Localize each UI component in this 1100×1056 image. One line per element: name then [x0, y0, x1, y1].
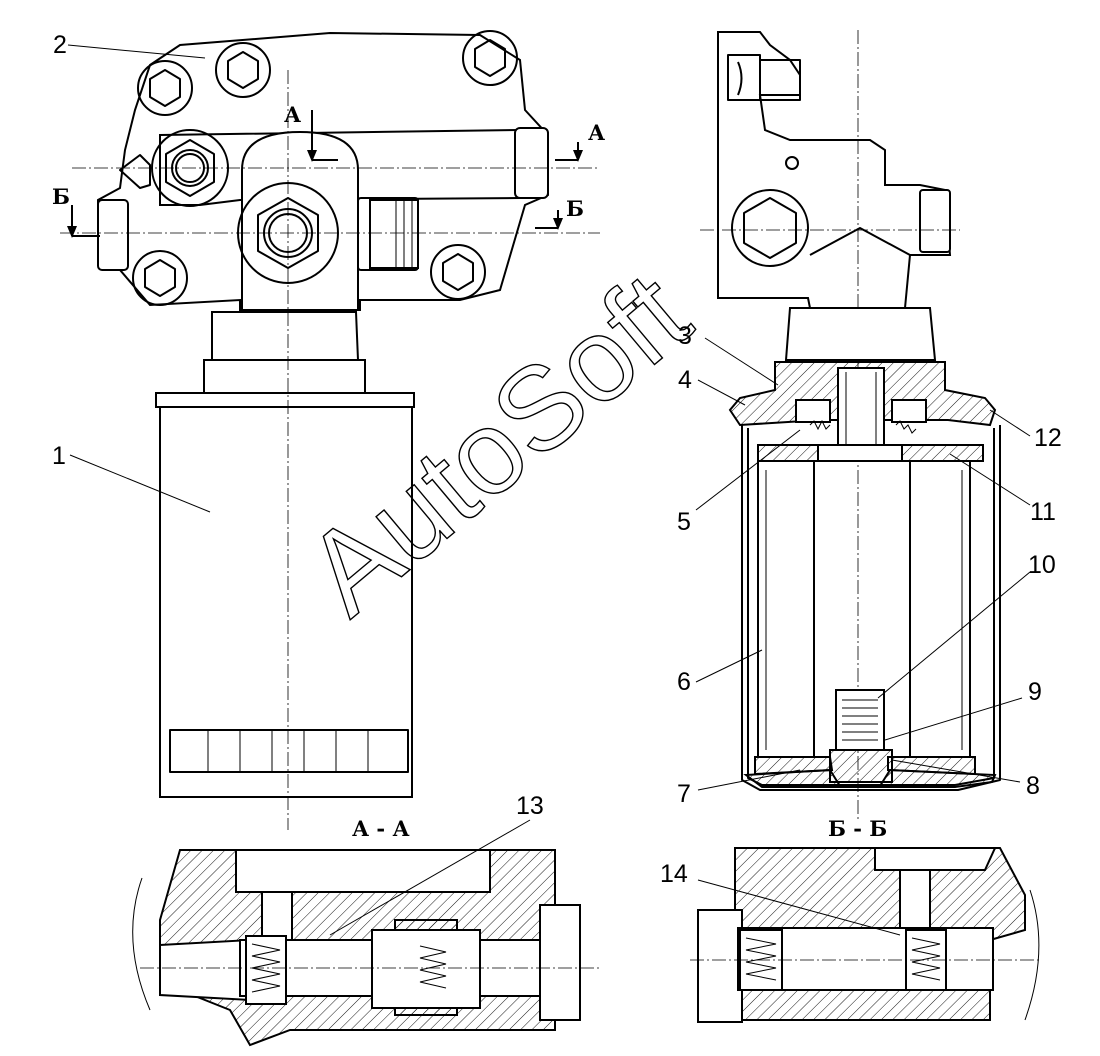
- section-view: [695, 30, 1031, 820]
- leader-4: [697, 379, 746, 406]
- section-letter-a-left: А: [284, 102, 301, 127]
- side-fitting: [357, 197, 419, 271]
- canister-shell: [741, 425, 1001, 791]
- leader-3: [704, 337, 779, 386]
- callout-4: 4: [678, 366, 692, 394]
- filter-canister: [159, 406, 413, 798]
- section-title-aa: А - А: [352, 816, 410, 841]
- callout-10: 10: [1028, 551, 1056, 579]
- side-hex: [731, 189, 809, 267]
- callout-7: 7: [677, 780, 691, 808]
- section-bb: [690, 847, 1040, 1023]
- leader-11: [949, 453, 1031, 506]
- callout-13: 13: [516, 792, 544, 820]
- leader-14: [697, 879, 901, 936]
- leader-1: [69, 454, 211, 513]
- filter-neck: [211, 311, 360, 361]
- front-view: [60, 30, 600, 830]
- callout-3: 3: [678, 322, 692, 350]
- section-letter-a-right: А: [588, 120, 605, 145]
- callout-2: 2: [53, 31, 67, 59]
- section-letter-b-left: Б: [52, 184, 70, 209]
- callout-5: 5: [677, 508, 691, 536]
- leader-10: [877, 571, 1031, 699]
- section-letter-b-right: Б: [566, 196, 584, 221]
- bypass-valve: [829, 689, 893, 783]
- section-mark-a: [307, 110, 583, 162]
- left-boss: [97, 199, 129, 271]
- callout-12: 12: [1034, 424, 1062, 452]
- leader-8: [891, 759, 1021, 783]
- leader-2: [67, 44, 206, 59]
- callout-1: 1: [52, 442, 66, 470]
- aa-spring: [245, 935, 447, 1005]
- leader-6: [695, 649, 763, 683]
- section-aa: [132, 819, 600, 1047]
- leader-7: [697, 769, 801, 791]
- head-side: [717, 31, 952, 309]
- leader-13: [329, 819, 531, 936]
- top-bolt: [727, 54, 801, 101]
- section-mark-b: [67, 205, 563, 238]
- leader-9: [884, 697, 1023, 741]
- callout-11: 11: [1030, 498, 1056, 526]
- callout-14: 14: [660, 860, 688, 888]
- canister-rim: [155, 392, 415, 408]
- callout-9: 9: [1028, 678, 1042, 706]
- canister-wrench-flats: [169, 729, 409, 773]
- section-title-bb: Б - Б: [828, 816, 887, 841]
- central-tower: [241, 130, 359, 311]
- flange-bolts: [132, 30, 518, 306]
- callout-6: 6: [677, 668, 691, 696]
- callout-8: 8: [1026, 772, 1040, 800]
- leader-12: [989, 409, 1031, 437]
- leader-5: [695, 429, 801, 511]
